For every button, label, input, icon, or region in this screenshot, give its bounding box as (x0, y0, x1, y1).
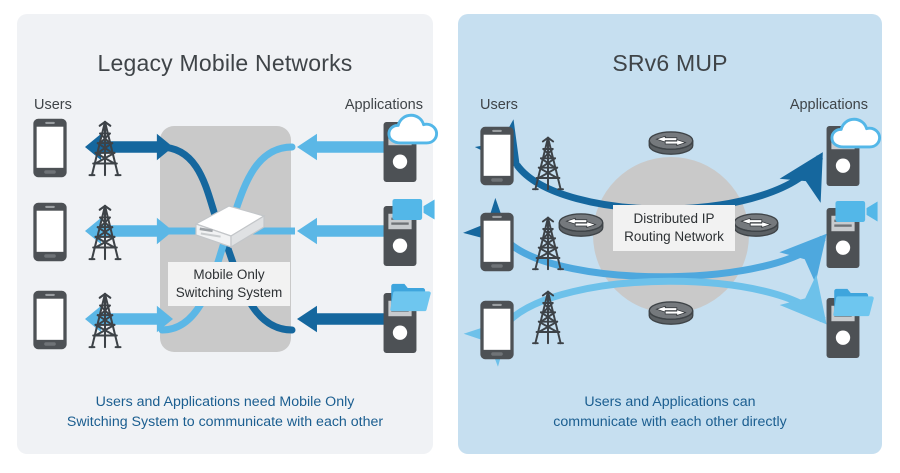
mobile-only-switching-system-label: Mobile Only Switching System (168, 262, 290, 306)
dip-label-line1: Distributed IP (633, 211, 715, 226)
distributed-ip-routing-network-label: Distributed IP Routing Network (613, 205, 735, 251)
panel-title-right: SRv6 MUP (612, 50, 728, 76)
mss-label-line2: Switching System (175, 285, 283, 300)
left-caption-line2: Switching System to communicate with eac… (66, 414, 384, 430)
left-applications-label: Applications (344, 97, 423, 113)
panel-legacy-mobile-networks: Legacy Mobile Networks Users Application… (17, 14, 433, 454)
left-caption-line1: Users and Applications need Mobile Only (95, 394, 355, 410)
right-caption-line2: communicate with each other directly (553, 414, 787, 430)
panel-title-left: Legacy Mobile Networks (97, 50, 353, 76)
left-users-label: Users (34, 97, 72, 113)
right-caption-line1: Users and Applications can (584, 394, 756, 410)
right-users-label: Users (480, 97, 518, 113)
dip-label-line2: Routing Network (624, 229, 724, 244)
mss-label-line1: Mobile Only (193, 267, 265, 282)
right-applications-label: Applications (789, 97, 868, 113)
